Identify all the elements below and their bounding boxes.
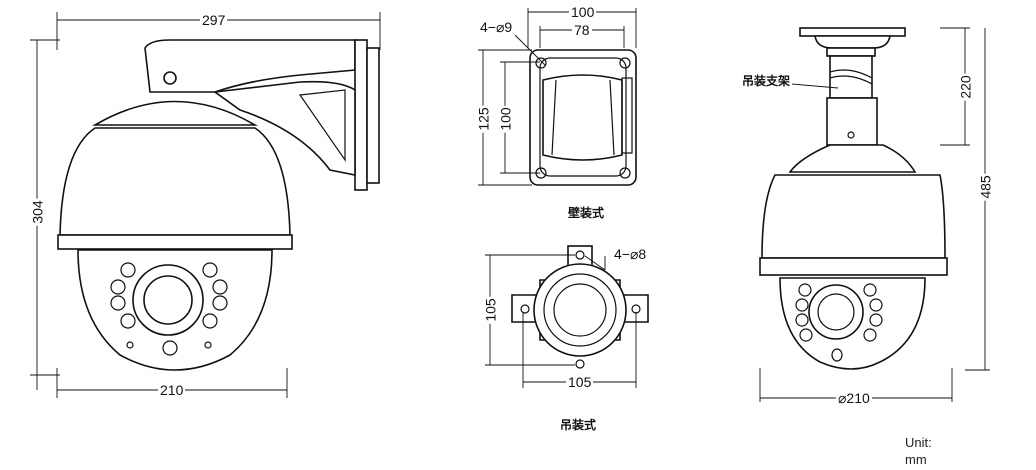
dim-outer-width-100: 100 bbox=[569, 4, 597, 20]
dim-base-210: 210 bbox=[158, 382, 186, 398]
hole-label-4x9: 4−⌀9 bbox=[478, 19, 515, 35]
dim-width-297: 297 bbox=[200, 12, 228, 28]
dim-inner-height-100: 100 bbox=[497, 105, 514, 133]
unit-value: mm bbox=[905, 452, 927, 467]
dim-outer-height-125: 125 bbox=[475, 105, 492, 133]
dim-total-485: 485 bbox=[977, 173, 994, 201]
dim-height-304: 304 bbox=[29, 198, 46, 226]
wall-mount-plate bbox=[514, 34, 637, 186]
unit-label: Unit: bbox=[905, 435, 932, 450]
dim-diameter-210: ⌀210 bbox=[836, 390, 872, 406]
unit-note: Unit: mm bbox=[905, 434, 932, 468]
pendant-mount-caption: 吊装式 bbox=[558, 418, 599, 432]
pendant-camera bbox=[744, 27, 948, 370]
side-view-camera bbox=[57, 39, 380, 371]
dim-bracket-220: 220 bbox=[957, 73, 974, 101]
hole-label-4x8: 4−⌀8 bbox=[612, 246, 649, 262]
bracket-label: 吊装支架 bbox=[740, 74, 793, 88]
dim-height-105: 105 bbox=[482, 296, 499, 324]
dim-width-105: 105 bbox=[566, 374, 594, 390]
wall-mount-caption: 壁装式 bbox=[566, 206, 607, 220]
pendant-mount-top-view bbox=[511, 245, 649, 369]
dim-inner-width-78: 78 bbox=[572, 22, 592, 38]
